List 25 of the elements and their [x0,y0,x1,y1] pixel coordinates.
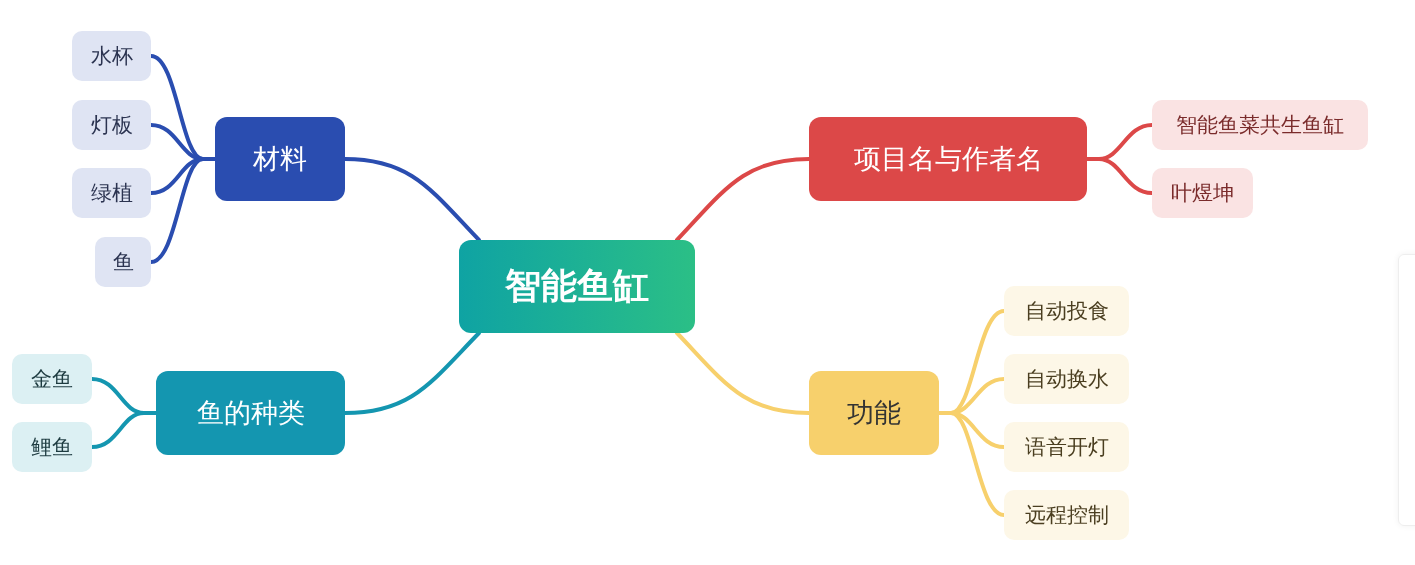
subtopic-box: 叶煜坤 [1152,168,1253,218]
subtopic-box: 鲤鱼 [12,422,92,472]
connector-line [675,331,811,415]
topic-box: 鱼的种类 [156,371,345,455]
topic-box: 功能 [809,371,939,455]
subtopic-box: 鱼 [95,237,151,287]
central-topic-box: 智能鱼缸 [459,240,695,333]
connector-line [90,411,158,449]
connector-line [675,157,811,242]
subtopic-box: 灯板 [72,100,151,150]
subtopic-box: 智能鱼菜共生鱼缸 [1152,100,1368,150]
connector-line [1085,157,1154,195]
connector-line [343,157,481,242]
subtopic-box: 自动换水 [1004,354,1129,404]
connector-line [343,331,481,415]
topic-box: 材料 [215,117,345,201]
subtopic-box: 远程控制 [1004,490,1129,540]
subtopic-box: 自动投食 [1004,286,1129,336]
connector-line [937,411,1006,517]
subtopic-box: 金鱼 [12,354,92,404]
subtopic-box: 绿植 [72,168,151,218]
topic-box: 项目名与作者名 [809,117,1087,201]
connector-line [149,157,217,264]
subtopic-box: 语音开灯 [1004,422,1129,472]
subtopic-box: 水杯 [72,31,151,81]
